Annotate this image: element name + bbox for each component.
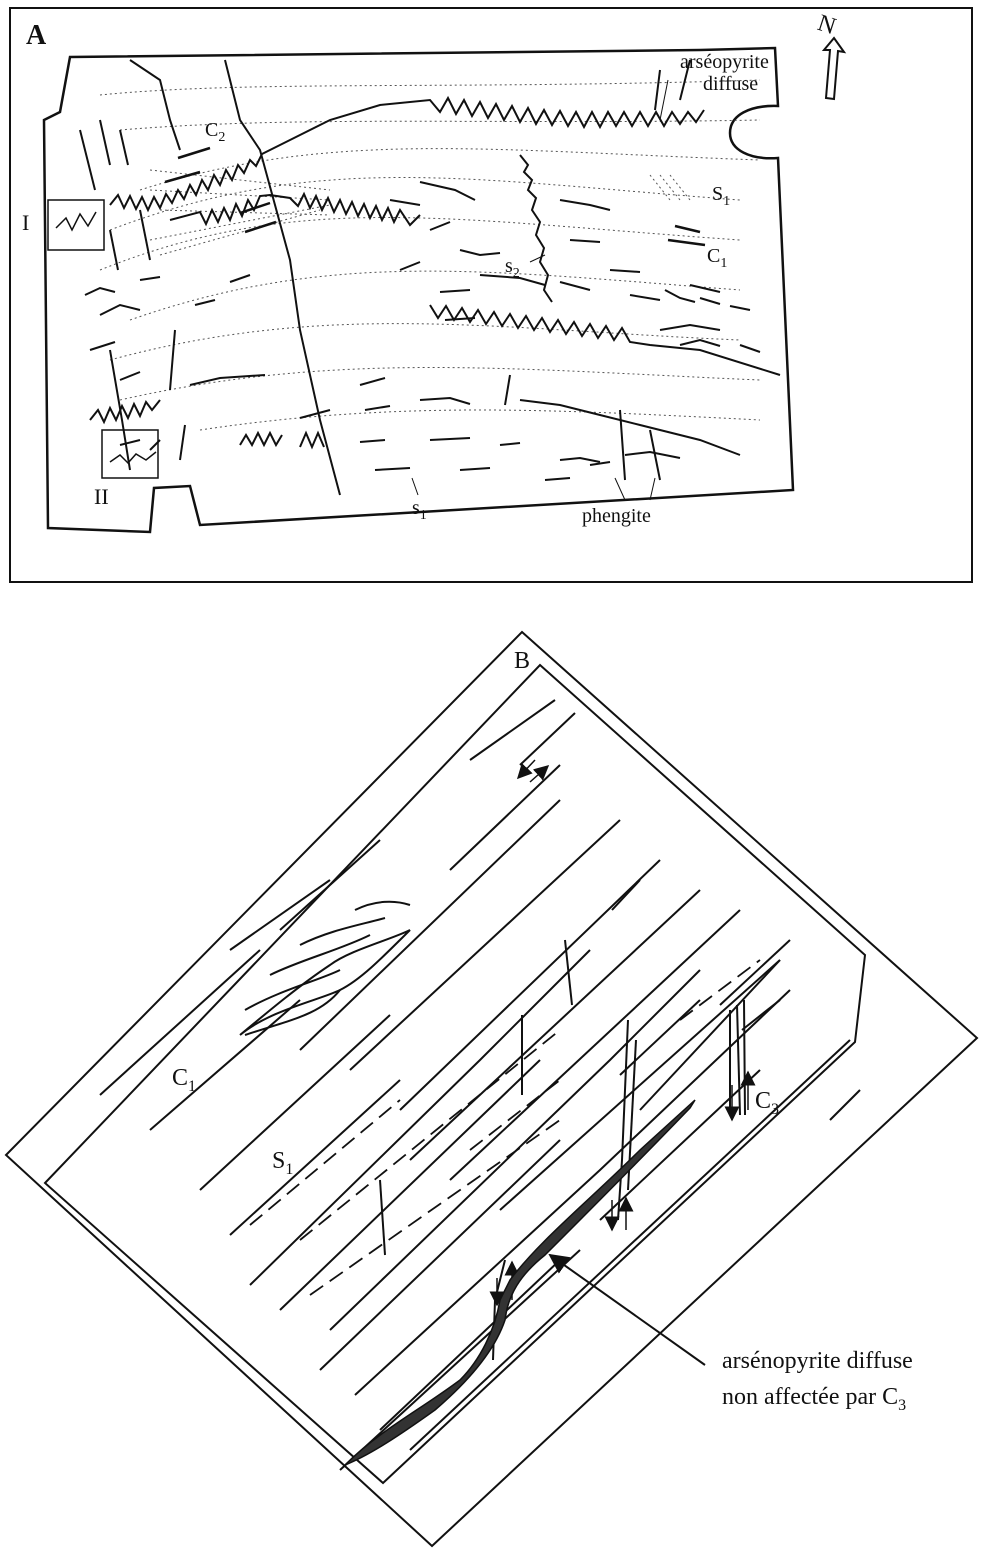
callout-line2: non affectée par C3 bbox=[722, 1384, 906, 1414]
label-s1-b: S1 bbox=[272, 1148, 293, 1178]
c2-shear-bands bbox=[90, 98, 780, 447]
arsenopyrite-band bbox=[345, 1100, 695, 1465]
label-phengite: phengite bbox=[582, 505, 651, 527]
c3-faults bbox=[380, 940, 745, 1360]
label-box-i: I bbox=[22, 210, 29, 235]
north-arrow-icon: N bbox=[814, 10, 844, 99]
label-s1-low: s1 bbox=[412, 497, 427, 523]
callout-arrow bbox=[550, 1255, 705, 1365]
panel-b-shear-arrows bbox=[497, 760, 748, 1305]
label-c1-a: C1 bbox=[707, 245, 727, 271]
box-i bbox=[48, 200, 104, 250]
svg-text:N: N bbox=[814, 10, 839, 40]
label-c3: C3 bbox=[755, 1088, 779, 1118]
panel-a: A N bbox=[10, 8, 972, 582]
label-c2: C2 bbox=[205, 119, 225, 145]
s1-segments bbox=[85, 182, 760, 480]
panel-b-label: B bbox=[514, 648, 530, 674]
leader-lines bbox=[412, 80, 668, 500]
box-ii bbox=[102, 430, 158, 478]
label-diffuse: diffuse bbox=[703, 73, 758, 95]
label-arseno: arséopyrite bbox=[680, 51, 769, 73]
panel-a-label: A bbox=[26, 20, 47, 51]
shear-arrows bbox=[165, 148, 705, 245]
panel-b: B bbox=[6, 632, 977, 1546]
label-c1-b: C1 bbox=[172, 1065, 196, 1095]
panel-b-labels: C1 S1 C3 arsénopyrite diffuse non affect… bbox=[172, 1065, 913, 1414]
outcrop-outline bbox=[44, 48, 793, 532]
label-box-ii: II bbox=[94, 484, 109, 509]
foliation-traces bbox=[100, 80, 760, 430]
label-s1-cap: S1 bbox=[712, 183, 730, 209]
callout-line1: arsénopyrite diffuse bbox=[722, 1348, 913, 1374]
